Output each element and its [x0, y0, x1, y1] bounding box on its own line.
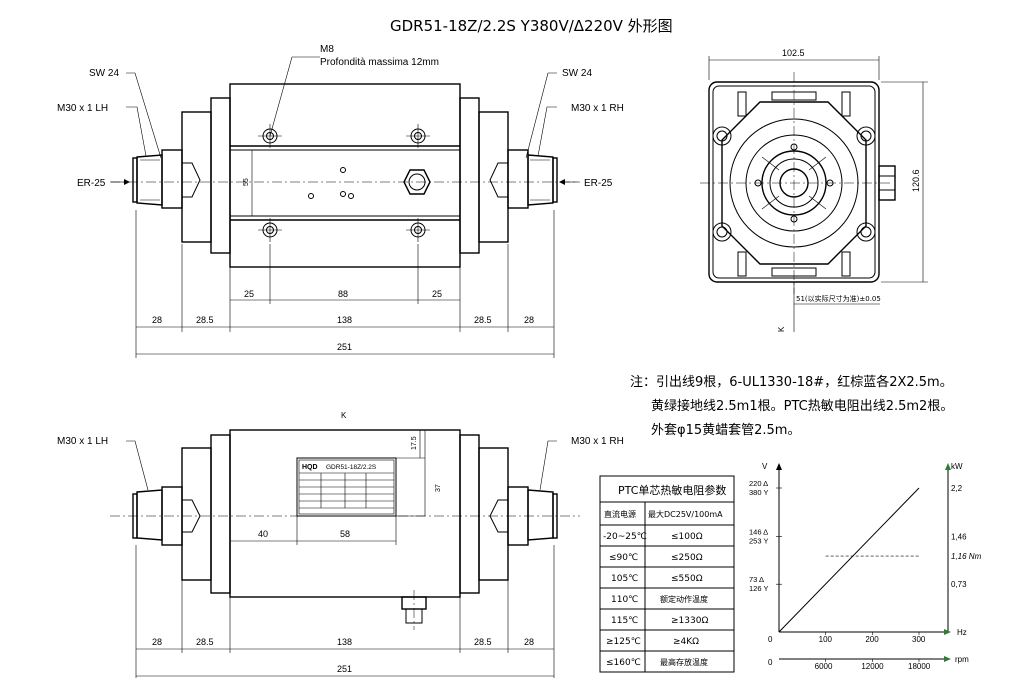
- svg-text:≥125℃: ≥125℃: [606, 637, 641, 647]
- svg-text:黄绿接地线2.5m1根。PTC热敏电阻出线2.5m2根。: 黄绿接地线2.5m1根。PTC热敏电阻出线2.5m2根。: [651, 398, 953, 414]
- svg-text:28.5: 28.5: [474, 637, 492, 647]
- svg-text:额定动作温度: 额定动作温度: [660, 594, 708, 604]
- svg-text:40: 40: [258, 529, 268, 539]
- svg-text:51(以实际尺寸为准)±0.05: 51(以实际尺寸为准)±0.05: [796, 294, 881, 303]
- svg-text:138: 138: [337, 315, 352, 325]
- svg-text:≤160℃: ≤160℃: [606, 658, 641, 668]
- svg-text:M30 x 1 RH: M30 x 1 RH: [571, 103, 624, 114]
- ptc-table-title: PTC单芯热敏电阻参数: [618, 483, 726, 497]
- torque-label: 1,16 Nm: [951, 552, 982, 561]
- svg-text:110℃: 110℃: [611, 595, 638, 605]
- y-left-tick-top-2: 220 Δ: [749, 479, 768, 488]
- voltage-line-0: [778, 487, 920, 633]
- y-right-tick-label-2: 2,2: [951, 484, 963, 493]
- svg-text:55: 55: [243, 178, 250, 186]
- side-view: K HQD GDR51-18Z/2.2S: [57, 411, 624, 678]
- svg-text:37: 37: [435, 484, 442, 492]
- y-right-tick-label-0: 0,73: [951, 580, 967, 589]
- x-tick-label-1: 100: [819, 635, 833, 644]
- svg-text:V: V: [762, 462, 768, 471]
- y-left-tick-bottom-0: 126 Y: [749, 584, 768, 593]
- notes: 注：引出线9根，6-UL1330-18#，红棕蓝各2X2.5m。 黄绿接地线2.…: [630, 374, 953, 438]
- svg-text:ER-25: ER-25: [584, 178, 613, 189]
- svg-text:≤100Ω: ≤100Ω: [671, 532, 703, 542]
- svg-text:25: 25: [432, 289, 442, 299]
- svg-text:GDR51-18Z/2.2S: GDR51-18Z/2.2S: [326, 464, 377, 471]
- cable-fitting: [403, 169, 431, 195]
- ptc-table: PTC单芯热敏电阻参数 直流电源 最大DC25V/100mA -20~25℃ ≤…: [599, 475, 735, 673]
- rpm-tick-label-3: 18000: [908, 662, 931, 671]
- svg-text:直流电源: 直流电源: [604, 509, 636, 519]
- rpm-tick-label-2: 12000: [861, 662, 884, 671]
- front-body: [229, 83, 461, 268]
- y-left-tick-bottom-2: 380 Y: [749, 488, 768, 497]
- y-left-tick-bottom-1: 253 Y: [749, 536, 768, 545]
- svg-text:M30 x 1 LH: M30 x 1 LH: [57, 103, 108, 114]
- svg-text:≥4KΩ: ≥4KΩ: [673, 637, 699, 647]
- svg-text:25: 25: [244, 289, 254, 299]
- svg-text:≤550Ω: ≤550Ω: [671, 574, 703, 584]
- svg-text:88: 88: [338, 289, 348, 299]
- svg-text:≤250Ω: ≤250Ω: [671, 553, 703, 563]
- x-tick-label-3: 300: [912, 635, 926, 644]
- svg-text:115℃: 115℃: [611, 616, 638, 626]
- svg-text:M30 x 1 LH: M30 x 1 LH: [57, 436, 108, 447]
- vf-chart: V kW Hz rpm 0 0 1,16 Nm 100 200 300 6000 1200…: [749, 462, 982, 671]
- svg-text:注：引出线9根，6-UL1330-18#，红棕蓝各2X2.5: 注：引出线9根，6-UL1330-18#，红棕蓝各2X2.5m。: [630, 374, 953, 390]
- svg-text:28: 28: [152, 637, 162, 647]
- svg-text:105℃: 105℃: [611, 574, 638, 584]
- svg-text:17.5: 17.5: [411, 436, 418, 450]
- svg-text:58: 58: [340, 529, 350, 539]
- front-view: 55 M8 Profondità massima 12mm SW 24 M30 …: [57, 44, 624, 358]
- svg-text:SW 24: SW 24: [89, 68, 119, 79]
- svg-text:138: 138: [337, 637, 352, 647]
- svg-text:外套φ15黄蜡套管2.5m。: 外套φ15黄蜡套管2.5m。: [651, 422, 800, 438]
- svg-text:28.5: 28.5: [196, 637, 214, 647]
- svg-text:K: K: [341, 411, 347, 420]
- svg-text:28: 28: [152, 315, 162, 325]
- svg-text:-20~25℃: -20~25℃: [603, 532, 647, 542]
- svg-text:120.6: 120.6: [911, 169, 921, 192]
- svg-text:102.5: 102.5: [782, 48, 805, 58]
- y-right-tick-label-1: 1,46: [951, 532, 967, 541]
- drawing-title: GDR51-18Z/2.2S Y380V/Δ220V 外形图: [390, 17, 673, 35]
- y-left-tick-top-0: 73 Δ: [749, 575, 764, 584]
- end-view: 102.5 120.6 51(以实际尺寸为准)±0.05 K: [700, 48, 928, 332]
- nameplate: HQD GDR51-18Z/2.2S: [296, 457, 397, 517]
- svg-text:M30 x 1 RH: M30 x 1 RH: [571, 436, 624, 447]
- svg-text:Profondità massima 12mm: Profondità massima 12mm: [320, 57, 439, 68]
- svg-text:ER-25: ER-25: [77, 178, 106, 189]
- svg-text:最高存放温度: 最高存放温度: [660, 657, 708, 667]
- svg-text:K: K: [777, 326, 786, 332]
- svg-text:HQD: HQD: [302, 464, 318, 471]
- svg-text:Hz: Hz: [957, 628, 967, 637]
- svg-text:28.5: 28.5: [196, 315, 214, 325]
- svg-text:≥1330Ω: ≥1330Ω: [671, 616, 708, 626]
- svg-text:SW 24: SW 24: [562, 68, 592, 79]
- svg-text:kW: kW: [951, 462, 963, 471]
- svg-text:28: 28: [524, 315, 534, 325]
- x-tick-label-2: 200: [865, 635, 879, 644]
- svg-text:0: 0: [768, 635, 773, 644]
- y-left-tick-top-1: 146 Δ: [749, 527, 768, 536]
- end-cable-fitting: [878, 165, 896, 201]
- svg-text:28.5: 28.5: [474, 315, 492, 325]
- svg-text:M8: M8: [320, 44, 334, 55]
- svg-text:≤90℃: ≤90℃: [609, 553, 638, 563]
- svg-text:0: 0: [768, 658, 773, 667]
- svg-text:28: 28: [524, 637, 534, 647]
- side-body: [229, 429, 461, 598]
- svg-text:最大DC25V/100mA: 最大DC25V/100mA: [648, 509, 723, 519]
- svg-text:251: 251: [337, 664, 352, 674]
- svg-text:rpm: rpm: [955, 655, 969, 664]
- svg-text:251: 251: [337, 342, 352, 352]
- rpm-tick-label-1: 6000: [815, 662, 833, 671]
